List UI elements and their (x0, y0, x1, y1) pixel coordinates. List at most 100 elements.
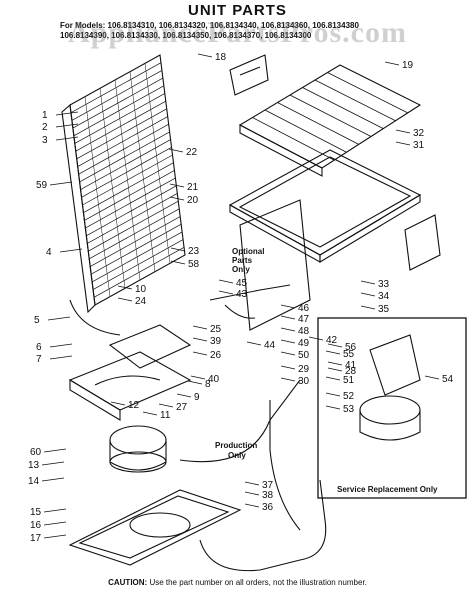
leader-line (360, 292, 376, 297)
bracket-18 (229, 54, 269, 96)
callout-45: 45 (236, 278, 248, 289)
leader-line (280, 327, 296, 332)
coil-wire (144, 63, 171, 264)
callout-54: 54 (442, 374, 454, 385)
leader-line (360, 305, 376, 310)
callout-26: 26 (210, 350, 222, 361)
callout-56: 56 (345, 342, 357, 353)
leader-line (280, 351, 296, 356)
callout-9: 9 (194, 392, 200, 403)
condenser-coil (61, 54, 186, 314)
callout-35: 35 (378, 304, 390, 315)
base-plate (68, 489, 242, 566)
leader-line (49, 181, 73, 186)
evaporator-tube (277, 102, 359, 145)
evaporator-tube (252, 117, 335, 161)
callout-25: 25 (210, 324, 222, 335)
caution-text: Use the part number on all orders, not t… (149, 578, 367, 587)
callout-36: 36 (262, 502, 274, 513)
leader-line (246, 341, 262, 346)
leader-line (117, 285, 133, 290)
callout-55: 55 (343, 349, 355, 360)
callout-43: 43 (236, 289, 248, 300)
callout-59: 59 (36, 180, 48, 191)
leader-line (280, 315, 296, 320)
note-optional-3: Only (232, 265, 250, 274)
leader-line (192, 325, 208, 330)
callout-23: 23 (188, 246, 200, 257)
leader-line (110, 401, 126, 406)
leader-line (360, 280, 376, 285)
callout-30: 30 (298, 376, 310, 387)
drain-pan (68, 324, 192, 421)
optional-parts-note: Optional Parts Only (232, 247, 264, 274)
note-production-1: Production (215, 441, 257, 450)
leader-line (47, 316, 71, 321)
callout-46: 46 (298, 303, 310, 314)
callout-28: 28 (345, 366, 357, 377)
leader-line (327, 343, 343, 348)
callout-37: 37 (262, 480, 274, 491)
leader-line (218, 290, 234, 295)
refrigerant-tubing (69, 284, 327, 572)
leader-line (190, 375, 206, 380)
leader-line (192, 351, 208, 356)
callout-40: 40 (208, 374, 220, 385)
leader-line (395, 141, 411, 146)
leader-line (327, 361, 343, 366)
evaporator-coil (238, 64, 422, 177)
leader-line (424, 375, 440, 380)
callout-22: 22 (186, 147, 198, 158)
leader-line (169, 183, 185, 188)
leader-line (43, 448, 67, 453)
compressor (109, 425, 167, 473)
leader-line (280, 339, 296, 344)
coil-wire (114, 79, 141, 281)
callout-11: 11 (160, 410, 171, 421)
leader-line (168, 148, 184, 153)
leader-line (43, 521, 67, 526)
note-service-replacement: Service Replacement Only (337, 485, 438, 494)
callout-34: 34 (378, 291, 390, 302)
callout-13: 13 (28, 460, 40, 471)
leader-line (158, 403, 174, 408)
callout-18: 18 (215, 52, 227, 63)
leader-line (41, 477, 65, 482)
evaporator-tube (314, 79, 396, 122)
callout-29: 29 (298, 364, 310, 375)
callout-50: 50 (298, 350, 310, 361)
leader-line (187, 380, 203, 385)
leader-line (325, 392, 341, 397)
leader-line (395, 129, 411, 134)
leader-line (55, 123, 79, 128)
evaporator-tube (327, 72, 408, 114)
callout-7: 7 (36, 354, 42, 365)
callout-60: 60 (30, 447, 42, 458)
callout-33: 33 (378, 279, 390, 290)
callout-49: 49 (298, 338, 310, 349)
callout-32: 32 (413, 128, 425, 139)
leader-line (325, 405, 341, 410)
leader-line (176, 393, 192, 398)
evaporator-pan (228, 149, 422, 263)
callout-17: 17 (30, 533, 42, 544)
leader-line (170, 260, 186, 265)
callout-39: 39 (210, 336, 222, 347)
caution-label: CAUTION: (108, 578, 148, 587)
service-compressor (359, 334, 421, 441)
leader-line (55, 136, 79, 141)
callout-47: 47 (298, 314, 310, 325)
side-bracket (404, 214, 441, 271)
callout-44: 44 (264, 340, 276, 351)
leader-line (117, 297, 133, 302)
note-optional-2: Parts (232, 256, 253, 265)
coil-wire (99, 88, 126, 289)
callout-20: 20 (187, 195, 199, 206)
production-note: Production Only (215, 441, 257, 460)
leader-line (308, 336, 324, 341)
callout-52: 52 (343, 391, 355, 402)
evaporator-tube (264, 109, 347, 153)
leader-line (43, 508, 67, 513)
callout-12: 12 (128, 400, 140, 411)
